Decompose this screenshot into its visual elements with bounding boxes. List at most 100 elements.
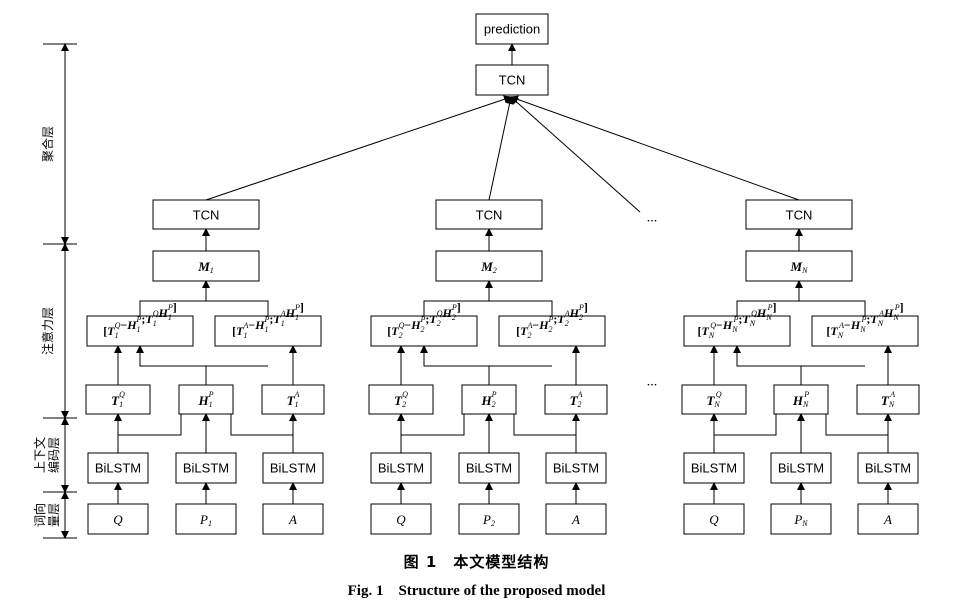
col1-combo-q-box [86, 315, 194, 347]
col3-bilstm-p-box [770, 452, 832, 484]
col1-input-a-label: A [288, 512, 297, 527]
col1-link-hp-to-comboa [205, 365, 268, 385]
col1-bilstm-p-box [175, 452, 237, 484]
col1-bilstm-q-label: BiLSTM [95, 461, 141, 476]
col1-tq-label: T1Q [111, 390, 125, 409]
col2-bilstm-a-box [545, 452, 607, 484]
col1-hp-box [178, 384, 234, 415]
col2-input-p-box [458, 503, 520, 535]
col1-tcn-box [152, 199, 260, 230]
col2-bilstm-p-label: BiLSTM [466, 461, 512, 476]
col3-input-a-box [857, 503, 919, 535]
ellipsis-arrow-to-top [510, 96, 641, 213]
col3-bilstm-q-label: BiLSTM [691, 461, 737, 476]
col3-tq-box [681, 384, 747, 415]
ellipsis-top: ... [647, 211, 658, 226]
col3-link-bilstm-a-to-p [825, 414, 889, 453]
col2-combo-q-box [370, 315, 478, 347]
col3-hp-box [773, 384, 829, 415]
col3-bracket-combo-to-m [736, 300, 866, 316]
col2-link-hp-to-comboa [488, 365, 552, 385]
col1-ta-box [261, 384, 325, 415]
col3-combo-q-label: [TNQ−HNP;TNQHNP] [698, 300, 777, 340]
col2-link-bilstm-a-to-p [513, 414, 577, 453]
layer-label-context-b: 编码层 [46, 437, 61, 473]
connectors [43, 43, 892, 539]
col2-combo-q-label: [T2Q−H2P;T2QH2P] [387, 300, 461, 340]
col3-input-q-box [683, 503, 745, 535]
col1-tcn-label: TCN [193, 208, 220, 223]
col2-ta-box [544, 384, 608, 415]
col2-tcn-box [435, 199, 543, 230]
col3-ta-label: TNA [881, 390, 895, 409]
col3-link-bilstm-q-to-p [713, 414, 777, 453]
model-structure-diagram: predictionTCNTCNM1[T1Q−H1P;T1QH1P][T1A−H… [32, 13, 920, 539]
boxes [85, 13, 920, 535]
col3-input-a-label: A [883, 512, 892, 527]
top-tcn-label: TCN [499, 73, 526, 88]
col3-bilstm-a-box [857, 452, 919, 484]
col3-combo-q-box [683, 315, 791, 347]
col2-arrow-tcn-to-top [488, 96, 514, 201]
col3-arrow-tcn-to-top [510, 95, 800, 201]
prediction-box [475, 13, 549, 45]
col1-hp-label: H1P [197, 390, 213, 409]
col2-m-box [435, 250, 543, 282]
col2-ta-label: T2A [570, 390, 583, 409]
col2-tq-label: T2Q [394, 390, 408, 409]
col1-input-p-label: P1 [199, 512, 212, 528]
col3-combo-a-box [811, 315, 919, 347]
col1-combo-q-label: [T1Q−H1P;T1QH1P] [103, 300, 177, 340]
col3-m-box [745, 250, 853, 282]
col2-hp-box [461, 384, 517, 415]
col2-input-a-box [545, 503, 607, 535]
col2-bilstm-a-label: BiLSTM [553, 461, 599, 476]
col2-bracket-combo-to-m [423, 300, 553, 316]
col1-arrow-hp-to-comboq [136, 345, 207, 385]
col1-bilstm-a-box [262, 452, 324, 484]
layer-label-embedding-b: 量层 [47, 503, 61, 527]
col1-combo-a-box [214, 315, 322, 347]
col2-input-a-label: A [571, 512, 580, 527]
col3-hp-label: HNP [792, 390, 809, 409]
col3-bilstm-a-label: BiLSTM [865, 461, 911, 476]
caption-chinese: 图 1 本文模型结构 [403, 553, 550, 571]
col2-bilstm-q-box [370, 452, 432, 484]
col3-m-label: MN [790, 259, 809, 275]
col1-bilstm-a-label: BiLSTM [270, 461, 316, 476]
col1-link-bilstm-q-to-p [117, 414, 182, 453]
col2-tq-box [368, 384, 434, 415]
col3-link-hp-to-comboa [800, 365, 865, 385]
col3-tq-label: TNQ [706, 390, 721, 409]
col1-link-bilstm-a-to-p [230, 414, 294, 453]
col2-hp-label: H2P [480, 390, 496, 409]
col1-input-a-box [262, 503, 324, 535]
col1-tq-box [85, 384, 151, 415]
col3-arrow-hp-to-comboq [733, 345, 802, 385]
col3-bilstm-p-label: BiLSTM [778, 461, 824, 476]
col2-input-q-label: Q [396, 512, 406, 527]
col2-arrow-hp-to-comboq [420, 345, 490, 385]
layer-label-aggregation: 聚合层 [40, 126, 55, 162]
col2-input-q-box [370, 503, 432, 535]
col3-tcn-label: TCN [786, 208, 813, 223]
col2-bilstm-p-box [458, 452, 520, 484]
col3-input-q-label: Q [709, 512, 719, 527]
ellipsis-mid: ... [647, 375, 658, 390]
col1-input-q-box [87, 503, 149, 535]
col1-bilstm-q-box [87, 452, 149, 484]
col1-combo-a-label: [T1A−H1P;T1AH1P] [232, 300, 304, 340]
col2-bilstm-q-label: BiLSTM [378, 461, 424, 476]
col2-tcn-label: TCN [476, 208, 503, 223]
col3-ta-box [856, 384, 920, 415]
col1-input-q-label: Q [113, 512, 123, 527]
col2-input-p-label: P2 [482, 512, 495, 528]
caption-english: Fig. 1 Structure of the proposed model [347, 583, 606, 599]
col2-link-bilstm-q-to-p [400, 414, 465, 453]
col1-m-label: M1 [197, 259, 214, 275]
col1-input-p-box [175, 503, 237, 535]
col1-ta-label: T1A [287, 390, 300, 409]
col1-m-box [152, 250, 260, 282]
col2-combo-a-label: [T2A−H2P;T2AH2P] [516, 300, 588, 340]
layer-label-attention: 注意力层 [40, 307, 55, 355]
